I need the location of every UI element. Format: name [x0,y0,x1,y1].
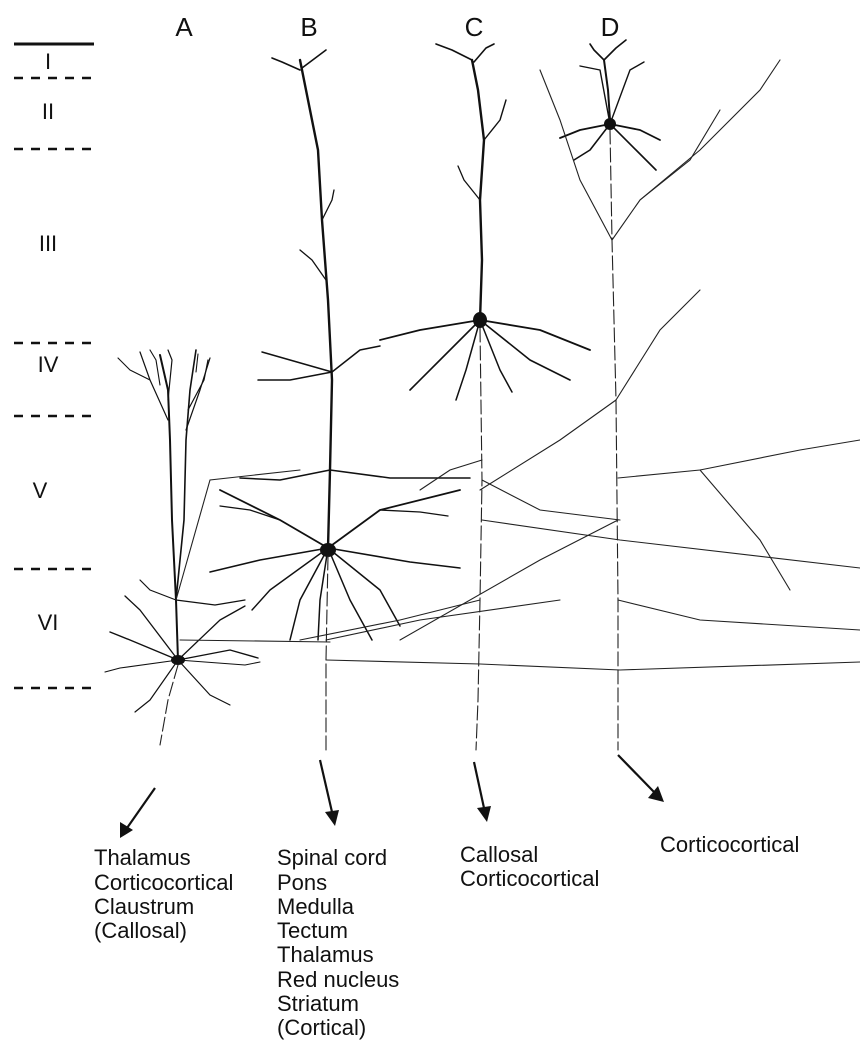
neuron-b-soma [320,543,336,557]
projection-arrows [120,755,664,838]
arrowhead-a [120,822,133,838]
targets-c: Callosal Corticocortical Corticocortical [460,842,599,891]
target-b-1: Pons [277,870,327,895]
neuron-d-axon [400,60,860,750]
layer-label-iv: IV [38,352,59,377]
neuron-letter-d: D [601,12,620,42]
neuron-d [400,40,860,750]
neuron-a-axon [160,470,330,745]
arrow-a [127,788,155,828]
target-a-1: Corticocortical [94,870,233,895]
target-b-7: (Cortical) [277,1015,366,1040]
targets-d: Corticocortical [660,832,799,857]
neuron-a-soma [171,655,185,665]
neuron-b [210,50,860,750]
neuron-c [300,44,860,750]
arrowhead-b [325,810,339,826]
arrow-c [474,762,484,808]
target-a-2: Claustrum [94,894,194,919]
targets-a: Thalamus Corticocortical Claustrum (Call… [94,845,233,943]
neuron-c-soma [473,312,487,328]
layer-label-iii: III [39,231,57,256]
layer-label-i: I [45,49,51,74]
layer-label-v: V [33,478,48,503]
target-b-3: Tectum [277,918,348,943]
layer-label-ii: II [42,99,54,124]
neuron-d-soma [604,118,616,130]
neuron-letter-c: C [465,12,484,42]
neuron-b-dendrites [210,50,470,640]
target-a-0: Thalamus [94,845,191,870]
target-b-5: Red nucleus [277,967,399,992]
target-d-0: Corticocortical [660,832,799,857]
neuron-letters: A B C D [175,12,619,42]
target-c-0: Callosal [460,842,538,867]
neuron-letter-b: B [300,12,317,42]
target-b-2: Medulla [277,894,355,919]
target-a-3: (Callosal) [94,918,187,943]
layer-label-vi: VI [38,610,59,635]
targets-b: Spinal cord Pons Medulla Tectum Thalamus… [277,845,399,1040]
arrowhead-c [477,806,491,822]
target-c-1-visible: Corticocortical [460,866,599,891]
target-b-0: Spinal cord [277,845,387,870]
target-b-6: Striatum [277,991,359,1016]
arrow-b [320,760,332,812]
target-b-4: Thalamus [277,942,374,967]
neuron-a [105,350,330,745]
arrow-d [618,755,654,792]
neuron-b-axon [326,556,860,750]
neuron-letter-a: A [175,12,193,42]
neuron-c-dendrites [380,44,590,400]
